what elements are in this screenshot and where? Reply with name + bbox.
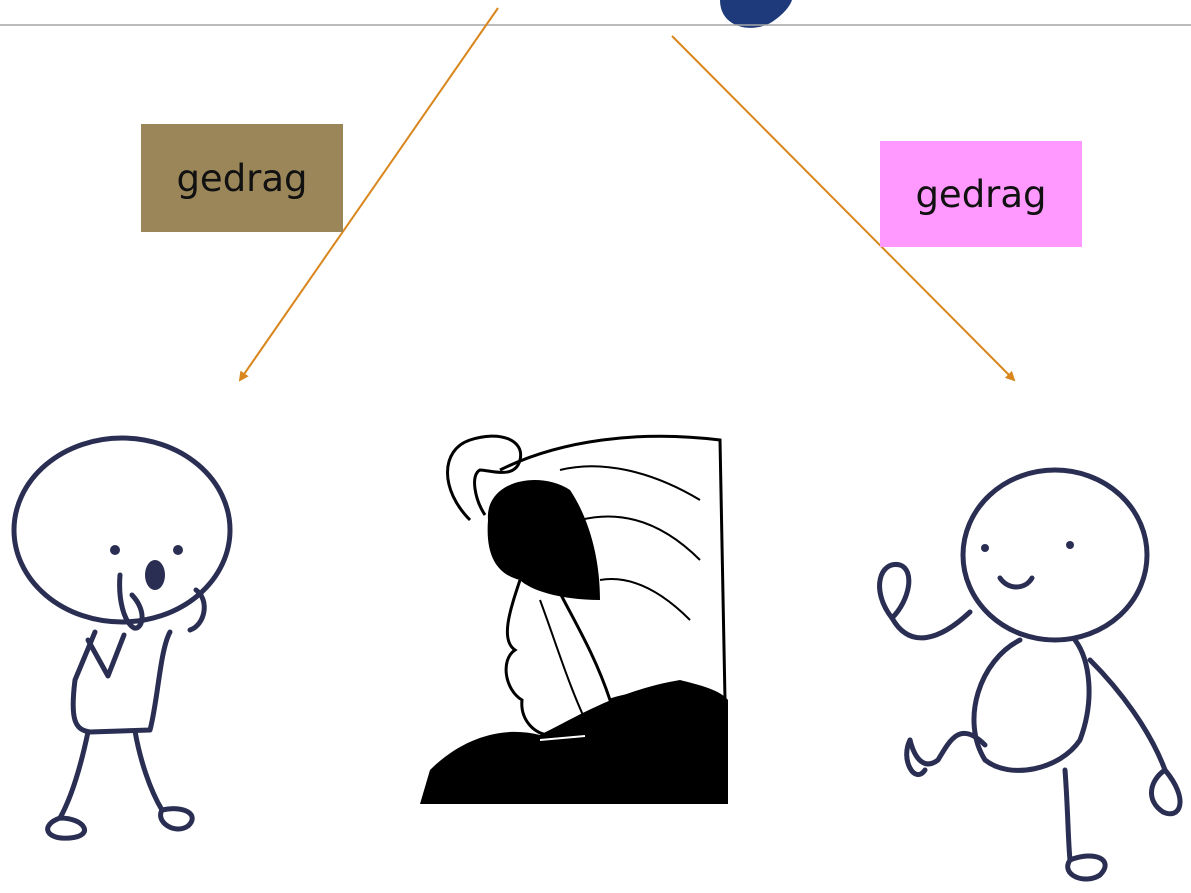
behavior-label-left: gedrag <box>141 124 343 232</box>
waving-stick-figure <box>877 467 1183 882</box>
surprised-stick-figure <box>11 435 233 841</box>
title-fragment <box>720 0 792 28</box>
behavior-label-right-text: gedrag <box>915 172 1047 216</box>
behavior-label-left-text: gedrag <box>176 156 308 200</box>
arrow-left <box>238 7 499 382</box>
old-woman-young-woman-illusion <box>420 430 728 804</box>
arrow-right <box>671 35 1016 382</box>
behavior-label-right: gedrag <box>880 141 1082 247</box>
